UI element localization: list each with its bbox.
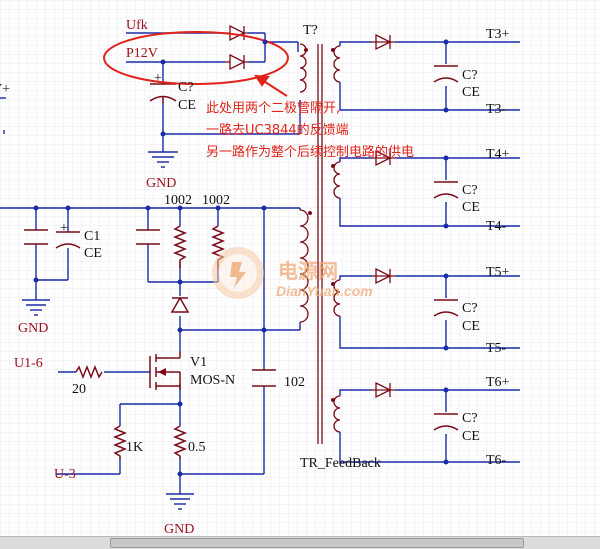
transformer-dots	[304, 48, 335, 402]
label-c-t5: C?	[462, 301, 478, 316]
label-u3: U-3	[54, 467, 76, 482]
label-c-t3: C?	[462, 68, 478, 83]
secondary-caps	[433, 65, 459, 431]
label-ufk: Ufk	[126, 18, 148, 33]
label-ce-t6: CE	[462, 429, 480, 444]
label-transformer: T?	[303, 23, 318, 38]
label-v-plus-partial: V+	[0, 82, 10, 97]
annotation-line-3: 另一路作为整个后续控制电路的供电	[206, 144, 414, 160]
label-ce-c1: CE	[84, 246, 102, 261]
label-r20: 20	[72, 382, 86, 397]
label-t3-minus: T3-	[486, 102, 507, 117]
mosfet-arrow	[158, 368, 166, 376]
annotation-line-1: 此处用两个二极管隔开,	[206, 101, 340, 116]
highlight-ellipse	[103, 31, 289, 85]
annotation-arrow	[254, 74, 288, 97]
label-t6-minus: T6-	[486, 453, 507, 468]
cap-plus-sign: +	[154, 71, 162, 86]
label-ce-t3: CE	[462, 85, 480, 100]
scrollbar-thumb[interactable]	[110, 538, 524, 548]
label-ce-top: CE	[178, 98, 196, 113]
label-r1k: 1K	[126, 440, 143, 455]
secondary-wiring	[339, 41, 520, 463]
label-r05: 0.5	[188, 440, 206, 455]
label-r1002-b: 1002	[202, 193, 230, 208]
label-gnd-left: GND	[18, 321, 48, 336]
label-t6-plus: T6+	[486, 375, 510, 390]
c1-plus-sign: +	[60, 221, 68, 236]
watermark-logo	[212, 247, 264, 299]
label-c102: 102	[284, 375, 305, 390]
label-gnd-bottom: GND	[164, 522, 194, 537]
label-c-t6: C?	[462, 411, 478, 426]
label-v1: V1	[190, 355, 207, 370]
label-p12v: P12V	[126, 46, 158, 61]
watermark-cn: 电源网	[278, 260, 338, 283]
label-mos: MOS-N	[190, 373, 235, 388]
label-tr-feedback: TR_FeedBack	[300, 456, 381, 471]
label-r1002-a: 1002	[164, 193, 192, 208]
label-t5-plus: T5+	[486, 265, 510, 280]
label-t3-plus: T3+	[486, 27, 510, 42]
label-gnd-top: GND	[146, 176, 176, 191]
label-t4-minus: T4-	[486, 219, 507, 234]
label-ce-t4: CE	[462, 200, 480, 215]
secondary-diodes	[372, 33, 395, 399]
label-c-t4: C?	[462, 183, 478, 198]
annotation-line-2: 一路去UC3844的反馈端	[206, 122, 349, 138]
label-c1: C1	[84, 229, 100, 244]
diode-p12v	[225, 53, 248, 71]
watermark-en: DianYuan.com	[276, 283, 373, 299]
label-ce-t5: CE	[462, 319, 480, 334]
transformer	[299, 43, 341, 444]
label-t5-minus: T5-	[486, 341, 507, 356]
label-u1-6: U1-6	[14, 356, 43, 371]
top-supply-section	[126, 32, 301, 168]
label-t4-plus: T4+	[486, 147, 510, 162]
label-c-top: C?	[178, 80, 194, 95]
